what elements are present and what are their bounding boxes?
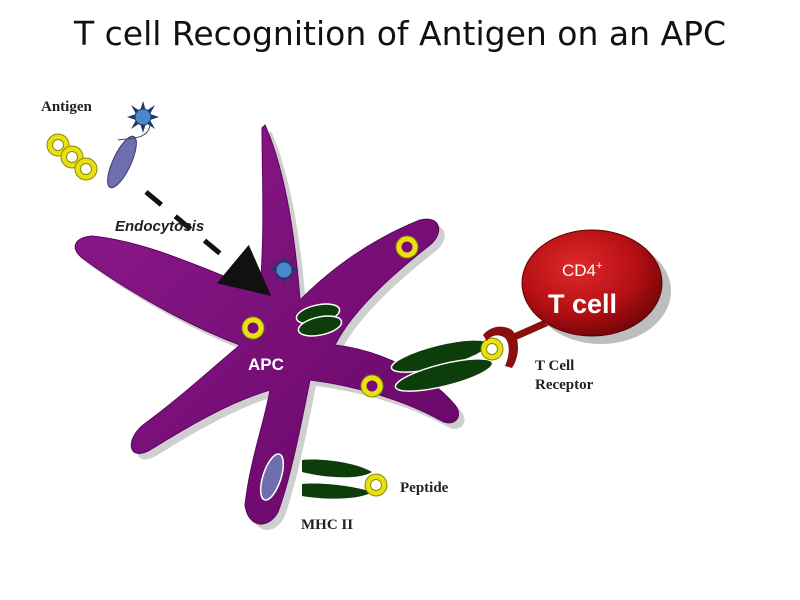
t-cell-receptor [483,318,550,368]
mhc-bottom-peptide-ring [364,473,388,497]
antigen-label: Antigen [41,99,92,115]
antigen-peptide-ring-3 [74,157,98,181]
endocytosis-arrow [144,190,272,296]
tcr-label-line2: Receptor [535,377,594,393]
mhc-ii-surface [390,337,504,392]
antigen-linker [117,124,151,141]
apc-cell [74,124,460,525]
antigen-body [107,135,137,189]
mhc-ii-label: MHC II [301,517,353,533]
internal-peptide-ring-3 [360,374,384,398]
internal-peptide-ring-2 [395,235,419,259]
tcr-label-line1: T Cell [535,358,574,374]
presented-peptide-ring [480,337,504,361]
mhc-ii-bottom [302,459,388,499]
internal-antigen-icon [269,255,299,285]
antigen-star-icon [127,101,159,133]
cd4-label: CD4+ [562,260,602,280]
antigen-molecule [46,101,159,189]
page-title: T cell Recognition of Antigen on an APC [73,14,727,53]
endocytosis-label: Endocytosis [115,218,204,235]
vesicle [259,453,285,501]
internal-peptide-ring-1 [241,316,265,340]
t-cell [521,229,671,344]
internal-mhc [295,303,343,337]
peptide-label: Peptide [400,480,449,496]
apc-label: APC [248,355,284,374]
t-cell-label: T cell [548,289,617,319]
